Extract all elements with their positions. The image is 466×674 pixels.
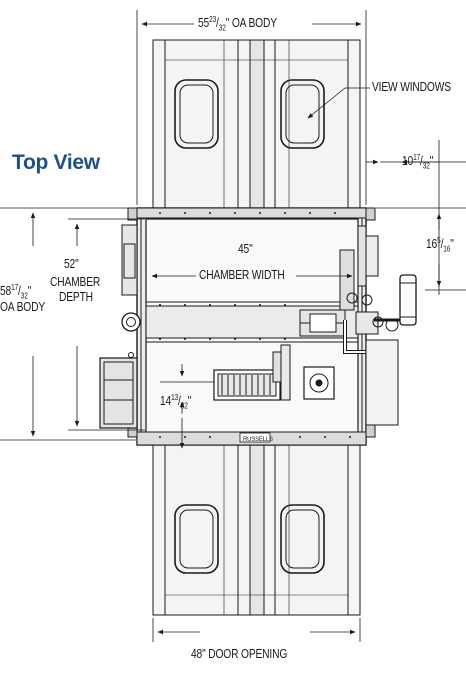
nameplate-text: RUSSELLS (243, 437, 273, 443)
top-view-window-right (280, 79, 325, 149)
dim-oa-body-depth (0, 207, 136, 441)
top-door-track (152, 39, 361, 209)
oa-body-depth-value: 5817/32" (0, 282, 32, 301)
rivets (159, 212, 351, 438)
view-windows-label: VIEW WINDOWS (372, 80, 451, 94)
oa-body-width-label: 5523/32" OA BODY (198, 14, 277, 33)
side-offset-label: 165/16" (426, 235, 454, 254)
view-windows-leader (307, 87, 370, 119)
bottom-view-window-right (280, 504, 325, 574)
top-view-window-left (174, 79, 219, 149)
duct (272, 344, 291, 401)
dim-door-opening (152, 618, 361, 642)
chamber-depth-text-2: DEPTH (59, 290, 93, 304)
upper-assembly (299, 309, 346, 337)
chamber-width-text: CHAMBER WIDTH (199, 268, 285, 282)
oa-body-depth-text: OA BODY (0, 300, 45, 314)
side-clearance-label: 1017/32" (402, 152, 434, 171)
chamber-depth-text-1: CHAMBER (50, 275, 101, 289)
heater-grille (213, 369, 281, 401)
dim-side-offset (376, 207, 466, 291)
dim-oa-body-width (136, 10, 367, 205)
left-control-panel (99, 352, 138, 429)
bottom-view-window-left (174, 504, 219, 574)
left-port-icon (121, 312, 141, 332)
fan-unit (303, 366, 335, 400)
dim-inner (160, 364, 214, 449)
right-piping (339, 225, 417, 426)
chamber-width-value: 45" (238, 242, 253, 256)
inner-dimension-label: 1413/32" (160, 392, 192, 411)
left-electrical-box (121, 224, 138, 296)
bottom-door-track (152, 444, 361, 616)
chamber-depth-value: 52" (64, 257, 79, 271)
view-title: Top View (12, 151, 100, 174)
dim-chamber-depth (68, 218, 145, 431)
door-opening-label: 48" DOOR OPENING (191, 647, 288, 661)
